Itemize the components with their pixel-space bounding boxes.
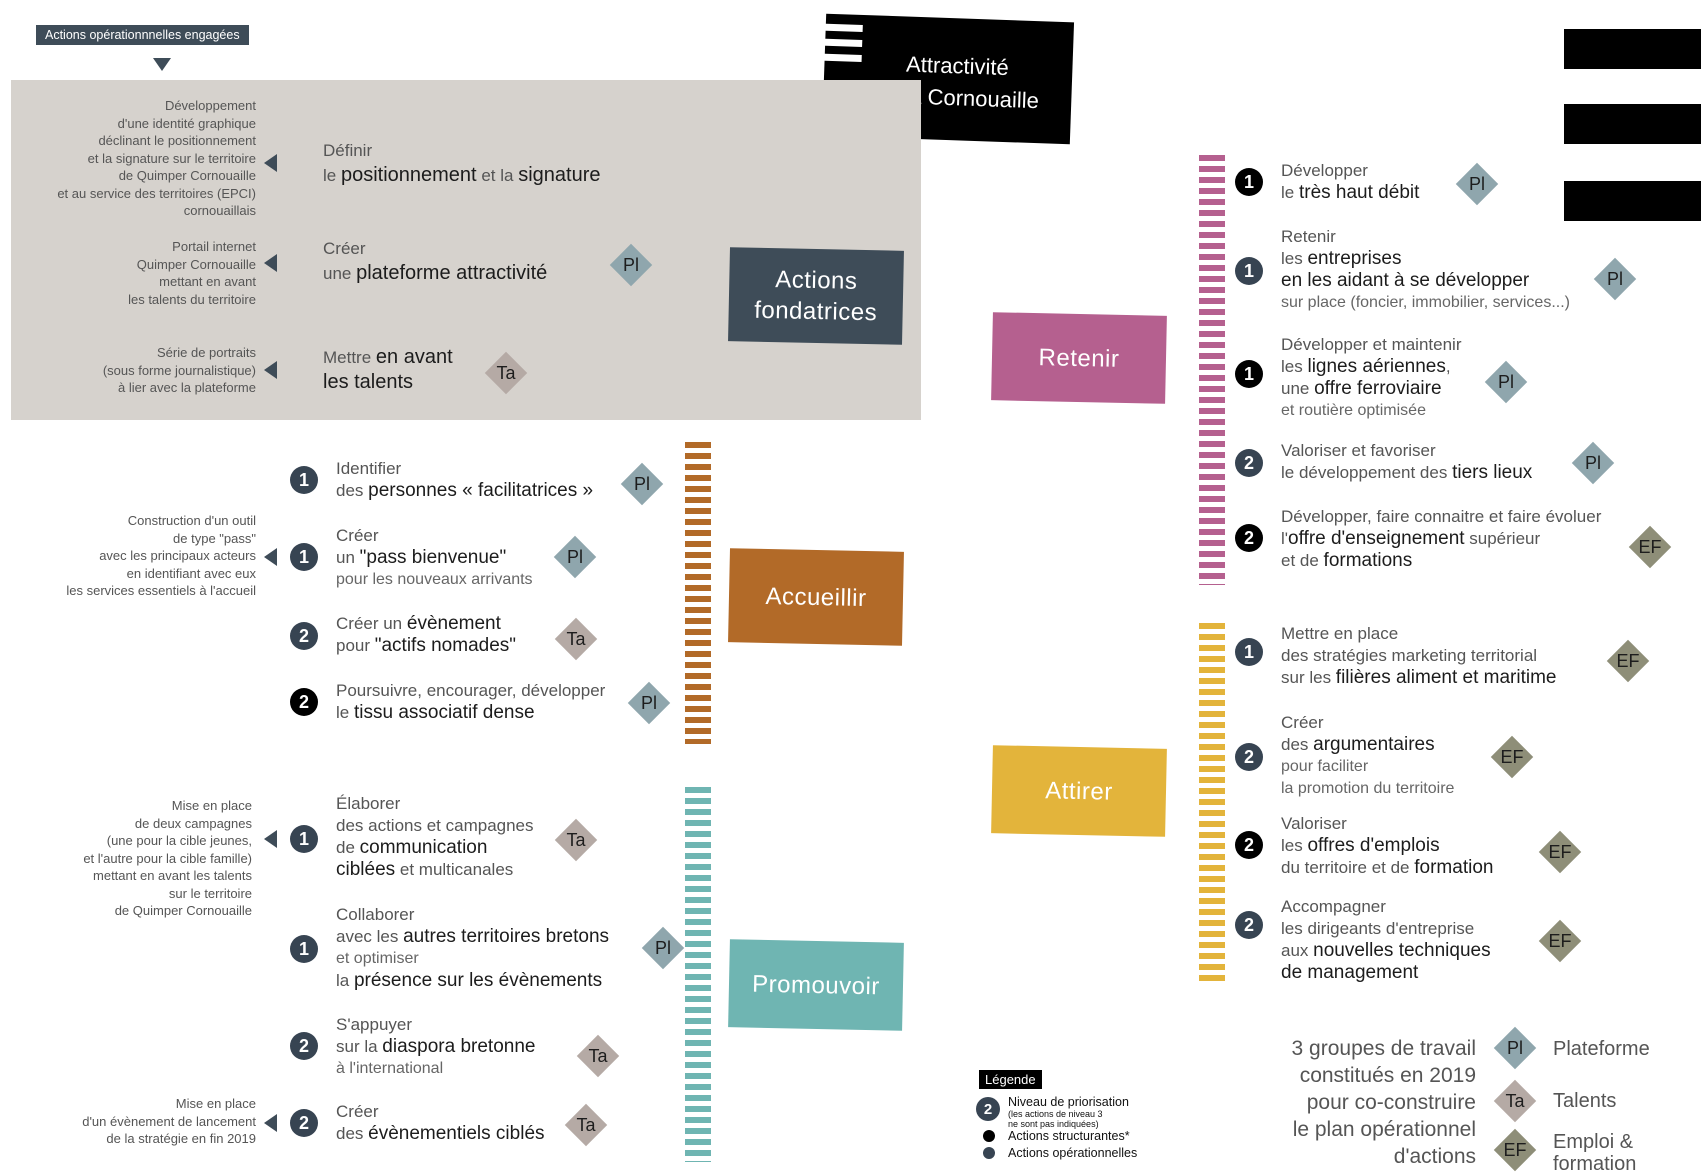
- attirer-action-4: Accompagner les dirigeants d'entreprise …: [1281, 897, 1491, 983]
- decor-bar-3: [1564, 181, 1701, 221]
- attirer-action-1: Mettre en place des stratégies marketing…: [1281, 624, 1557, 688]
- badge-ef-icon: EF: [1538, 830, 1582, 874]
- accueillir-action-3: Créer un évènement pour "actifs nomades": [336, 613, 517, 656]
- priority-1-icon: 1: [290, 466, 318, 494]
- arrow-down-icon: [153, 58, 171, 71]
- promouvoir-bars: [685, 787, 711, 1162]
- fondatrices-action-1: Définir le positionnement et la signatur…: [323, 141, 601, 186]
- retenir-action-2: Retenir les entreprises en les aidant à …: [1281, 227, 1570, 311]
- attirer-action-3: Valoriser les offres d'emplois du territ…: [1281, 814, 1494, 878]
- badge-pl-icon: Pl: [609, 243, 653, 287]
- legend-black-dot-icon: [983, 1130, 995, 1142]
- badge-pl-icon: Pl: [1484, 360, 1528, 404]
- category-retenir: Retenir: [991, 312, 1167, 404]
- priority-2-icon: 2: [1235, 831, 1263, 859]
- legend-structurantes: Actions structurantes*: [1008, 1129, 1130, 1143]
- priority-2-icon: 2: [976, 1097, 1000, 1121]
- note-arrow-icon: [264, 154, 277, 172]
- badge-pl-icon: Pl: [1455, 162, 1499, 206]
- note-arrow-icon: [264, 1114, 277, 1132]
- badge-ef-icon: EF: [1493, 1128, 1537, 1172]
- accueillir-action-4: Poursuivre, encourager, développer le ti…: [336, 681, 606, 723]
- priority-1-icon: 1: [1235, 257, 1263, 285]
- badge-ef-icon: EF: [1538, 919, 1582, 963]
- priority-1-icon: 1: [1235, 638, 1263, 666]
- badge-ef-icon: EF: [1628, 525, 1672, 569]
- accueillir-bars: [685, 442, 711, 744]
- priority-1-icon: 1: [290, 543, 318, 571]
- priority-1-icon: 1: [290, 825, 318, 853]
- priority-2-icon: 2: [1235, 449, 1263, 477]
- group-label-talents: Talents: [1553, 1090, 1617, 1112]
- retenir-action-3: Développer et maintenir les lignes aérie…: [1281, 335, 1462, 419]
- badge-ta-icon: Ta: [554, 617, 598, 661]
- priority-1-icon: 1: [290, 935, 318, 963]
- badge-ta-icon: Ta: [554, 818, 598, 862]
- badge-ta-icon: Ta: [576, 1034, 620, 1078]
- badge-ta-icon: Ta: [484, 351, 528, 395]
- retenir-bars: [1199, 155, 1225, 585]
- note-arrow-icon: [264, 254, 277, 272]
- retenir-action-5: Développer, faire connaitre et faire évo…: [1281, 507, 1602, 571]
- attirer-bars: [1199, 623, 1225, 983]
- legend-dark-dot-icon: [983, 1147, 995, 1159]
- badge-ef-icon: EF: [1606, 639, 1650, 683]
- promouvoir-action-4: Créer des évènementiels ciblés: [336, 1102, 545, 1144]
- priority-2-icon: 2: [290, 688, 318, 716]
- promouvoir-action-1: Élaborer des actions et campagnes de com…: [336, 794, 534, 880]
- promouvoir-action-2: Collaborer avec les autres territoires b…: [336, 905, 610, 991]
- fondatrices-action-3: Mettre en avant les talents: [323, 346, 453, 393]
- category-accueillir: Accueillir: [728, 548, 904, 646]
- retenir-action-4: Valoriser et favoriser le développement …: [1281, 441, 1533, 483]
- fondatrices-note-3: Série de portraits(sous forme journalist…: [102, 345, 256, 395]
- retenir-action-1: Développer le très haut débit: [1281, 161, 1420, 203]
- priority-2-icon: 2: [1235, 911, 1263, 939]
- priority-1-icon: 1: [1235, 360, 1263, 388]
- category-attirer: Attirer: [991, 745, 1167, 837]
- group-label-plateforme: Plateforme: [1553, 1038, 1650, 1060]
- accueillir-action-1: Identifier des personnes « facilitatrice…: [336, 459, 594, 501]
- badge-pl-icon: Pl: [620, 462, 664, 506]
- priority-2-icon: 2: [290, 1109, 318, 1137]
- badge-pl-icon: Pl: [627, 681, 671, 725]
- decor-bar-1: [1564, 29, 1701, 69]
- legend-operationnelles: Actions opérationnelles: [1008, 1146, 1138, 1160]
- badge-ef-icon: EF: [1490, 735, 1534, 779]
- badge-pl-icon: Pl: [1571, 441, 1615, 485]
- priority-2-icon: 2: [1235, 524, 1263, 552]
- badge-pl-icon: Pl: [1493, 1026, 1537, 1070]
- badge-ta-icon: Ta: [1493, 1079, 1537, 1123]
- group-label-emploi: Emploi & formation: [1553, 1131, 1637, 1175]
- attirer-action-2: Créer des argumentaires pour faciliter l…: [1281, 713, 1455, 797]
- legend-title: Légende: [979, 1070, 1042, 1089]
- badge-pl-icon: Pl: [553, 535, 597, 579]
- decor-bar-2: [1564, 104, 1701, 144]
- accueillir-action-2: Créer un "pass bienvenue" pour les nouve…: [336, 526, 533, 588]
- priority-2-icon: 2: [290, 622, 318, 650]
- priority-1-icon: 1: [1235, 168, 1263, 196]
- promouvoir-action-3: S'appuyer sur la diaspora bretonne à l'i…: [336, 1015, 536, 1077]
- priority-2-icon: 2: [290, 1032, 318, 1060]
- badge-pl-icon: Pl: [1593, 257, 1637, 301]
- fondatrices-action-2: Créer une plateforme attractivité: [323, 239, 548, 284]
- priority-2-icon: 2: [1235, 743, 1263, 771]
- badge-ta-icon: Ta: [564, 1103, 608, 1147]
- category-promouvoir: Promouvoir: [728, 939, 904, 1031]
- legend-priority: Niveau de priorisation (les actions de n…: [1008, 1095, 1129, 1129]
- header-tag: Actions opérationnnelles engagées: [36, 25, 249, 45]
- note-arrow-icon: [264, 548, 277, 566]
- note-arrow-icon: [264, 830, 277, 848]
- badge-pl-icon: Pl: [641, 926, 685, 970]
- note-arrow-icon: [264, 361, 277, 379]
